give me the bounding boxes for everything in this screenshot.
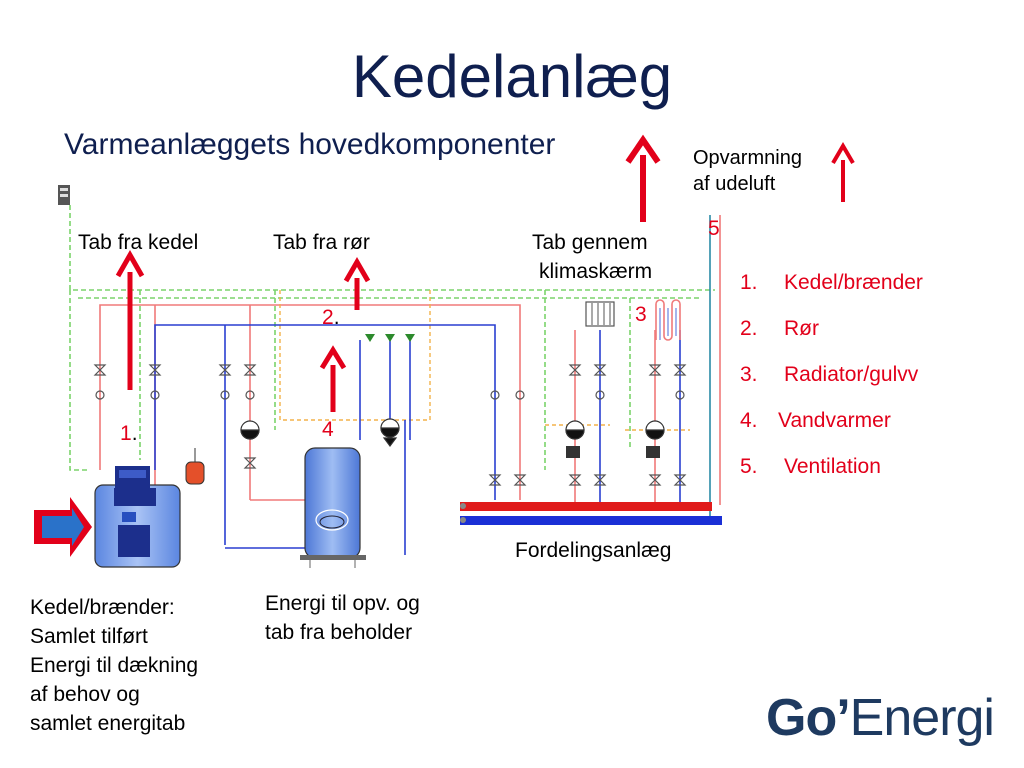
marker-1: 1.	[120, 422, 138, 445]
legend-item: 2.Rør	[740, 317, 819, 340]
marker-5: 5	[708, 217, 720, 240]
return-pipes	[154, 324, 681, 555]
mixing-valves	[566, 446, 660, 458]
valves	[93, 364, 687, 486]
beholder-desc-2: tab fra beholder	[265, 621, 413, 644]
kedel-desc-3: Energi til dækning	[30, 654, 199, 677]
marker-3: 3	[635, 303, 647, 326]
loss-arrows	[115, 134, 855, 412]
control-lines	[69, 205, 715, 471]
component-legend: 1.Kedel/brænder 2.Rør 3.Radiator/gulvv 4…	[740, 270, 923, 500]
label-tab-klima-2: klimaskærm	[539, 260, 653, 283]
water-heater-tank	[300, 447, 366, 568]
page-title: Kedelanlæg	[351, 43, 673, 110]
label-tab-kedel: Tab fra kedel	[78, 231, 199, 254]
kedel-desc-1: Kedel/brænder:	[30, 596, 175, 619]
control-panel	[58, 185, 70, 205]
sensors	[365, 334, 415, 342]
marker-4: 4	[322, 418, 334, 441]
legend-item: 5.Ventilation	[740, 455, 881, 478]
page-subtitle: Varmeanlæggets hovedkomponenter	[64, 128, 556, 161]
label-tab-ror: Tab fra rør	[273, 231, 370, 254]
label-opvarmning-2: af udeluft	[693, 173, 776, 195]
radiator	[585, 301, 615, 327]
kedel-desc-2: Samlet tilført	[30, 625, 148, 648]
label-opvarmning-1: Opvarmning	[693, 147, 802, 169]
return-dashed	[279, 290, 690, 431]
pumps	[240, 418, 665, 447]
kedel-desc-4: af behov og	[30, 683, 140, 706]
energy-input-arrow	[34, 497, 92, 557]
floor-heating	[655, 299, 681, 341]
goenergi-logo: Go’Energi	[766, 689, 995, 747]
label-fordeling: Fordelingsanlæg	[515, 539, 672, 562]
expansion-vessel	[185, 448, 205, 485]
beholder-desc-1: Energi til opv. og	[265, 592, 420, 615]
kedel-desc-5: samlet energitab	[30, 712, 186, 735]
legend-item: 1.Kedel/brænder	[740, 271, 923, 294]
legend-item: 3.Radiator/gulvv	[740, 363, 919, 386]
label-tab-klima-1: Tab gennem	[532, 231, 648, 254]
marker-2: 2.	[322, 306, 340, 329]
legend-item: 4.Vandvarmer	[740, 409, 891, 432]
boiler	[94, 466, 181, 568]
distribution-manifold	[460, 502, 722, 525]
